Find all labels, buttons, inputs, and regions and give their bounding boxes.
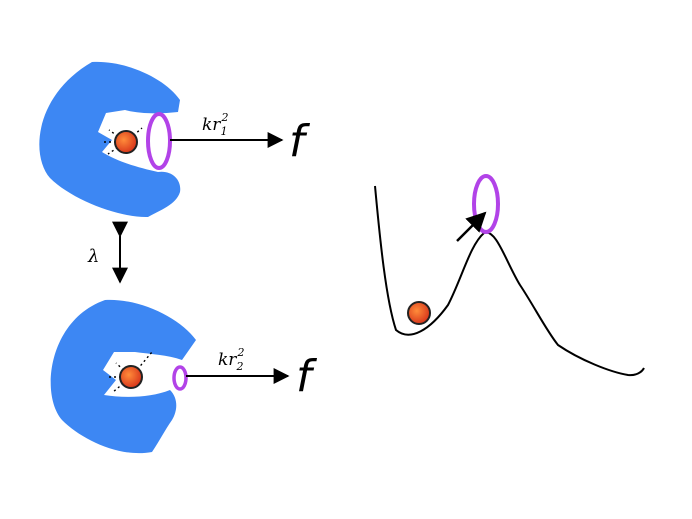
pore-ring-icon <box>172 365 188 391</box>
ligand-icon <box>119 365 143 389</box>
state-1-protein-complex <box>39 61 181 218</box>
pore-ring-icon <box>146 112 172 170</box>
protein-body-2 <box>50 299 197 454</box>
rate-label-2: kr22 <box>218 346 244 373</box>
ligand-icon <box>407 301 431 325</box>
ligand-icon <box>114 130 138 154</box>
pore-ring-icon <box>472 174 500 234</box>
state-2-protein-complex <box>50 299 197 454</box>
switch-rate-label: λ <box>87 246 99 267</box>
energy-curve <box>374 185 645 377</box>
force-label-2: f <box>296 351 318 402</box>
rate-label-1: kr12 <box>202 111 228 138</box>
energy-landscape <box>374 174 645 377</box>
escape-arrow-icon <box>456 211 487 242</box>
protein-body-1 <box>39 61 181 218</box>
force-label-1: f <box>289 116 311 167</box>
